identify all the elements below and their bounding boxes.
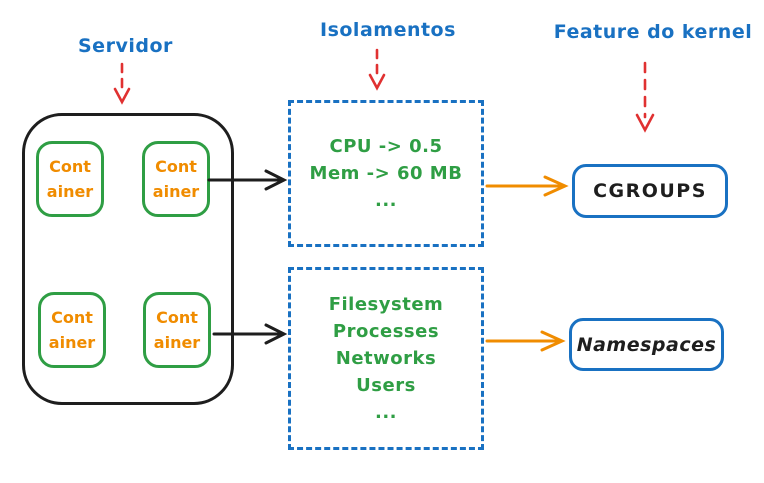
container-label-line2: ainer	[46, 182, 94, 201]
namespace-line: Filesystem	[328, 294, 444, 315]
container-label-line2: ainer	[152, 182, 200, 201]
resources-to-cgroups-right-arrow-icon	[485, 175, 569, 197]
label-servidor: Servidor	[78, 35, 173, 57]
namespace-line: ...	[374, 402, 397, 423]
servidor-dashed-down-arrow-icon	[113, 62, 131, 105]
server-box: Cont ainer Cont ainer Cont ainer Cont ai…	[22, 113, 234, 405]
cgroups-box: CGROUPS	[572, 164, 728, 218]
label-feature-do-kernel: Feature do kernel	[553, 21, 753, 43]
container-box: Cont ainer	[38, 292, 106, 368]
container-label-line2: ainer	[153, 333, 201, 352]
container-label-line1: Cont	[155, 157, 197, 176]
namespace-line: Processes	[332, 321, 440, 342]
namespaces-label: Namespaces	[576, 333, 717, 356]
namespace-line: Users	[356, 375, 416, 396]
resources-isolation-box: CPU -> 0.5 Mem -> 60 MB ...	[288, 100, 484, 247]
label-isolamentos: Isolamentos	[320, 19, 456, 41]
resource-line: ...	[374, 190, 397, 211]
resource-line: Mem -> 60 MB	[309, 163, 463, 184]
container-label-line2: ainer	[48, 333, 96, 352]
container-box: Cont ainer	[142, 141, 210, 217]
cgroups-label: CGROUPS	[593, 180, 707, 202]
isolamentos-dashed-down-arrow-icon	[368, 48, 386, 91]
namespace-line: Networks	[335, 348, 437, 369]
feature-dashed-down-arrow-icon	[635, 61, 655, 133]
container-label-line1: Cont	[156, 308, 198, 327]
namespaces-box: Namespaces	[569, 318, 724, 371]
namespaces-to-namespaces-right-arrow-icon	[485, 330, 566, 352]
container-box: Cont ainer	[36, 141, 104, 217]
container-label-line1: Cont	[49, 157, 91, 176]
resource-line: CPU -> 0.5	[329, 136, 443, 157]
container-box: Cont ainer	[143, 292, 211, 368]
namespaces-isolation-box: Filesystem Processes Networks Users ...	[288, 267, 484, 450]
container-label-line1: Cont	[51, 308, 93, 327]
